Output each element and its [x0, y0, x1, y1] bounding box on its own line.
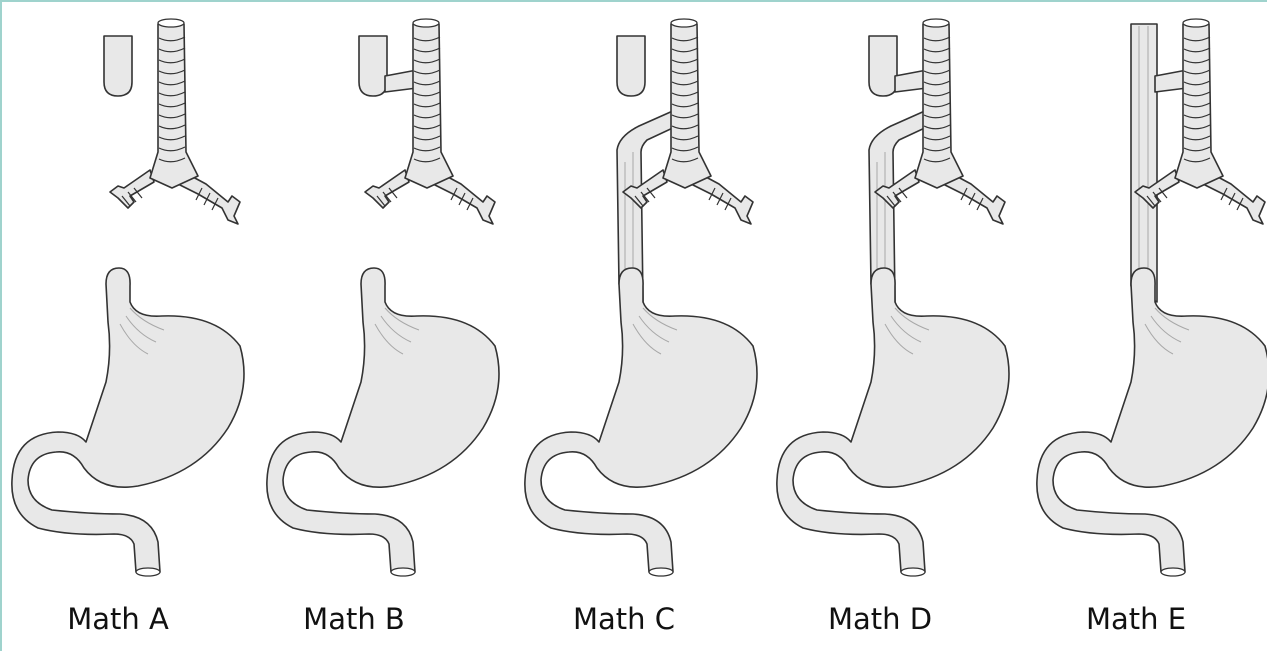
- label-math-e: Math E: [1036, 602, 1236, 636]
- trachea-opening: [923, 19, 949, 27]
- duodenum-opening: [1161, 568, 1185, 576]
- continuous-esophagus: [1131, 24, 1157, 302]
- stomach: [777, 268, 1009, 572]
- trachea-opening: [413, 19, 439, 27]
- label-math-a: Math A: [18, 602, 218, 636]
- panel-math-a: [12, 19, 244, 576]
- trachea-opening: [671, 19, 697, 27]
- label-math-c: Math C: [524, 602, 724, 636]
- stomach: [12, 268, 244, 572]
- duodenum-opening: [391, 568, 415, 576]
- duodenum-opening: [136, 568, 160, 576]
- stomach: [267, 268, 499, 572]
- label-math-b: Math B: [254, 602, 454, 636]
- upper-esophageal-pouch: [104, 36, 132, 96]
- stomach: [1037, 268, 1267, 572]
- label-math-d: Math D: [780, 602, 980, 636]
- trachea-opening: [158, 19, 184, 27]
- upper-fistula: [1155, 70, 1187, 92]
- panel-math-c: [525, 19, 757, 576]
- panel-math-d: [777, 19, 1009, 576]
- left-bronchus: [365, 170, 409, 208]
- left-bronchus: [110, 170, 154, 208]
- upper-esophageal-pouch: [869, 36, 897, 96]
- duodenum-opening: [649, 568, 673, 576]
- stomach: [525, 268, 757, 572]
- upper-esophageal-pouch: [359, 36, 387, 96]
- panel-math-e: [1037, 19, 1267, 576]
- trachea-opening: [1183, 19, 1209, 27]
- upper-esophageal-pouch: [617, 36, 645, 96]
- panel-math-b: [267, 19, 499, 576]
- duodenum-opening: [901, 568, 925, 576]
